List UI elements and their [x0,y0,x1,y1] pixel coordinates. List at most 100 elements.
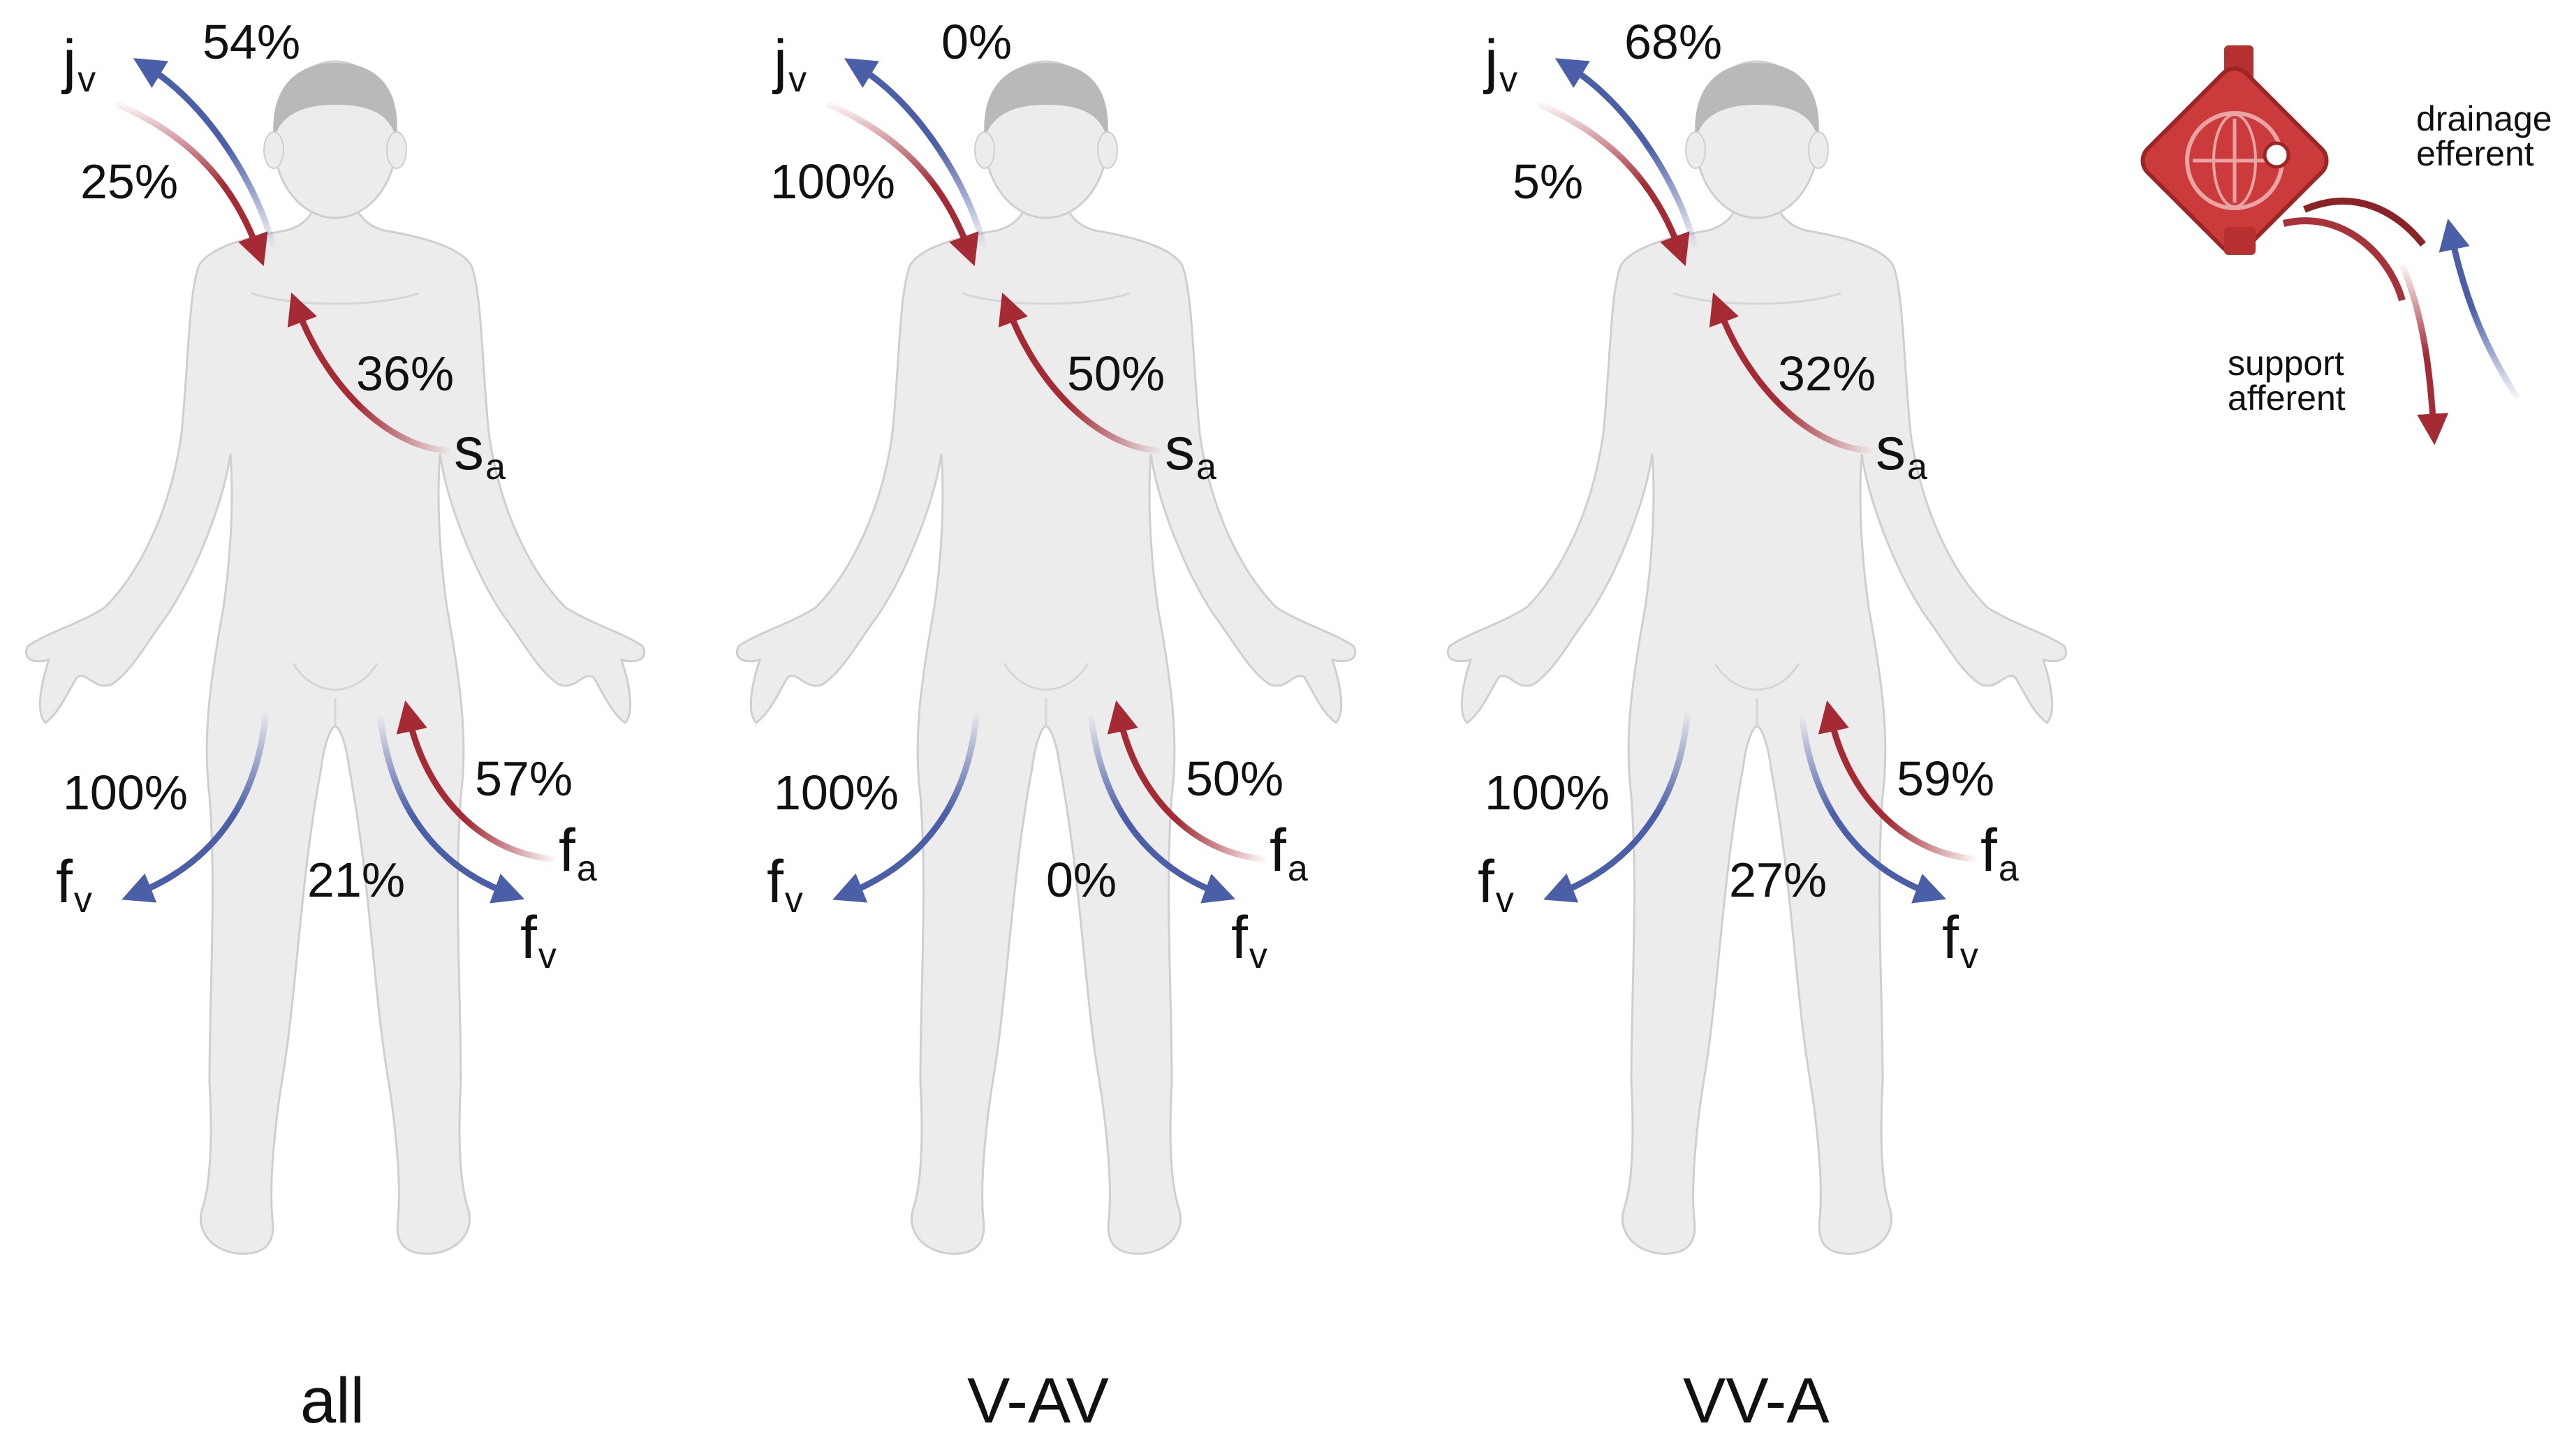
value-femoral-support-text: 50% [1186,751,1284,806]
value-jugular-drainage-text: 0% [941,15,1013,69]
site-label-femoral-venous-left-letter: f [767,848,784,915]
femoral-drainage-left-arrow [122,712,269,903]
site-label-femoral-venous-right-letter: f [1231,904,1248,971]
value-jugular-support: 25% [80,157,178,206]
hair [1695,63,1819,140]
value-jugular-drainage: 68% [1624,17,1722,66]
jugular-drainage-arrow [133,58,276,248]
hair [984,63,1108,140]
site-label-femoral-arterial-letter: f [559,817,575,884]
value-subclavian-support: 36% [356,349,454,398]
human-body-figure [736,60,1356,1255]
panel-label-text: V-AV [967,1365,1109,1436]
site-label-femoral-arterial: fa [559,821,597,887]
value-jugular-support-text: 100% [770,154,896,209]
value-femoral-drainage-right: 21% [307,855,405,904]
site-label-jugular-venous-letter: j [63,28,77,95]
jugular-drainage-arrow [844,58,987,248]
legend-drainage-line2: efferent [2416,134,2534,173]
site-label-subclavian-arterial-letter: s [1876,416,1906,483]
value-femoral-drainage-left-text: 100% [1485,765,1610,820]
site-label-jugular-venous-letter: j [774,28,788,95]
legend-drainage-efferent: drainage efferent [2416,101,2552,171]
drainage-efferent-arrow [2439,218,2520,400]
subclavian-support-arrow [287,292,450,454]
site-label-femoral-venous-left-subscript: v [1495,880,1514,920]
value-femoral-support: 59% [1897,754,1994,803]
site-label-femoral-venous-right: fv [1231,908,1267,974]
site-label-femoral-venous-right-subscript: v [538,936,557,976]
panel-label-text: VV-A [1683,1365,1830,1436]
site-label-jugular-venous-subscript: v [78,59,96,100]
site-label-jugular-venous: jv [774,31,807,98]
value-jugular-support-text: 25% [80,154,179,209]
site-label-femoral-arterial: fa [1270,821,1308,887]
site-label-femoral-venous-left-subscript: v [73,880,92,920]
femoral-drainage-right-arrow [1088,716,1236,904]
site-label-subclavian-arterial-subscript: a [485,447,506,487]
value-jugular-drainage-text: 54% [203,15,301,69]
femoral-support-arrow [1818,700,1977,862]
value-femoral-drainage-left: 100% [774,768,899,817]
site-label-femoral-venous-right-subscript: v [1959,936,1978,976]
site-label-subclavian-arterial: sa [454,419,506,485]
support-afferent-arrow [2399,264,2449,446]
site-label-jugular-venous-subscript: v [788,59,807,100]
site-label-femoral-arterial-subscript: a [576,848,597,889]
site-label-femoral-venous-right-letter: f [520,904,537,971]
site-label-subclavian-arterial: sa [1876,419,1927,485]
site-label-femoral-venous-left: fv [767,852,803,918]
panel-label-strategy: all [300,1369,365,1433]
site-label-femoral-venous-left: fv [1478,852,1514,918]
value-femoral-support: 50% [1186,754,1284,803]
jugular-support-arrow [115,101,268,267]
value-jugular-drainage-text: 68% [1624,15,1723,69]
subclavian-support-arrow [998,292,1161,454]
value-femoral-drainage-right: 0% [1046,855,1117,904]
site-label-femoral-arterial-subscript: a [1998,848,2019,889]
value-femoral-drainage-right-text: 21% [307,853,406,907]
value-jugular-drainage: 0% [941,17,1012,66]
site-label-subclavian-arterial-subscript: a [1196,447,1216,487]
femoral-drainage-left-arrow [1543,712,1691,903]
value-femoral-support-text: 57% [475,751,573,806]
value-femoral-drainage-left-text: 100% [63,765,189,820]
site-label-jugular-venous: jv [1485,31,1517,98]
legend-support-afferent: support afferent [2228,346,2346,416]
value-subclavian-support-text: 36% [356,346,455,401]
site-label-femoral-venous-right: fv [1942,908,1978,974]
value-subclavian-support-text: 32% [1778,346,1876,401]
value-femoral-drainage-right-text: 0% [1046,853,1117,907]
site-label-femoral-venous-right-subscript: v [1249,936,1267,976]
panel-label-strategy: V-AV [967,1369,1109,1433]
site-label-subclavian-arterial-subscript: a [1907,447,1927,487]
femoral-support-arrow [396,700,555,862]
site-label-femoral-arterial: fa [1980,821,2019,887]
jugular-support-arrow [1537,101,1690,267]
site-label-subclavian-arterial-letter: s [1165,416,1195,483]
site-label-femoral-arterial-letter: f [1980,817,1997,884]
site-label-femoral-venous-left-subscript: v [784,880,803,920]
panel-label-strategy: VV-A [1683,1369,1830,1433]
value-femoral-drainage-left-text: 100% [774,765,899,820]
legend-support-line2: afferent [2228,378,2346,418]
site-label-femoral-arterial-subscript: a [1287,848,1308,889]
value-femoral-drainage-right-text: 27% [1729,853,1827,907]
site-label-femoral-venous-right-letter: f [1942,904,1959,971]
human-body-figure [1447,60,2067,1255]
jugular-drainage-arrow [1554,58,1698,248]
hair [273,63,397,140]
site-label-femoral-venous-left-letter: f [56,848,73,915]
site-label-femoral-venous-left-letter: f [1478,848,1494,915]
value-femoral-drainage-right: 27% [1729,855,1827,904]
ecmo-oxygenator-icon [2140,45,2426,302]
human-body-figure [25,60,645,1255]
value-femoral-support: 57% [475,754,573,803]
legend-drainage-line1: drainage [2416,99,2552,138]
value-femoral-drainage-left: 100% [1485,768,1610,817]
site-label-subclavian-arterial: sa [1165,419,1216,485]
femoral-support-arrow [1107,700,1266,862]
value-femoral-drainage-left: 100% [63,768,188,817]
panel-label-text: all [300,1365,365,1436]
